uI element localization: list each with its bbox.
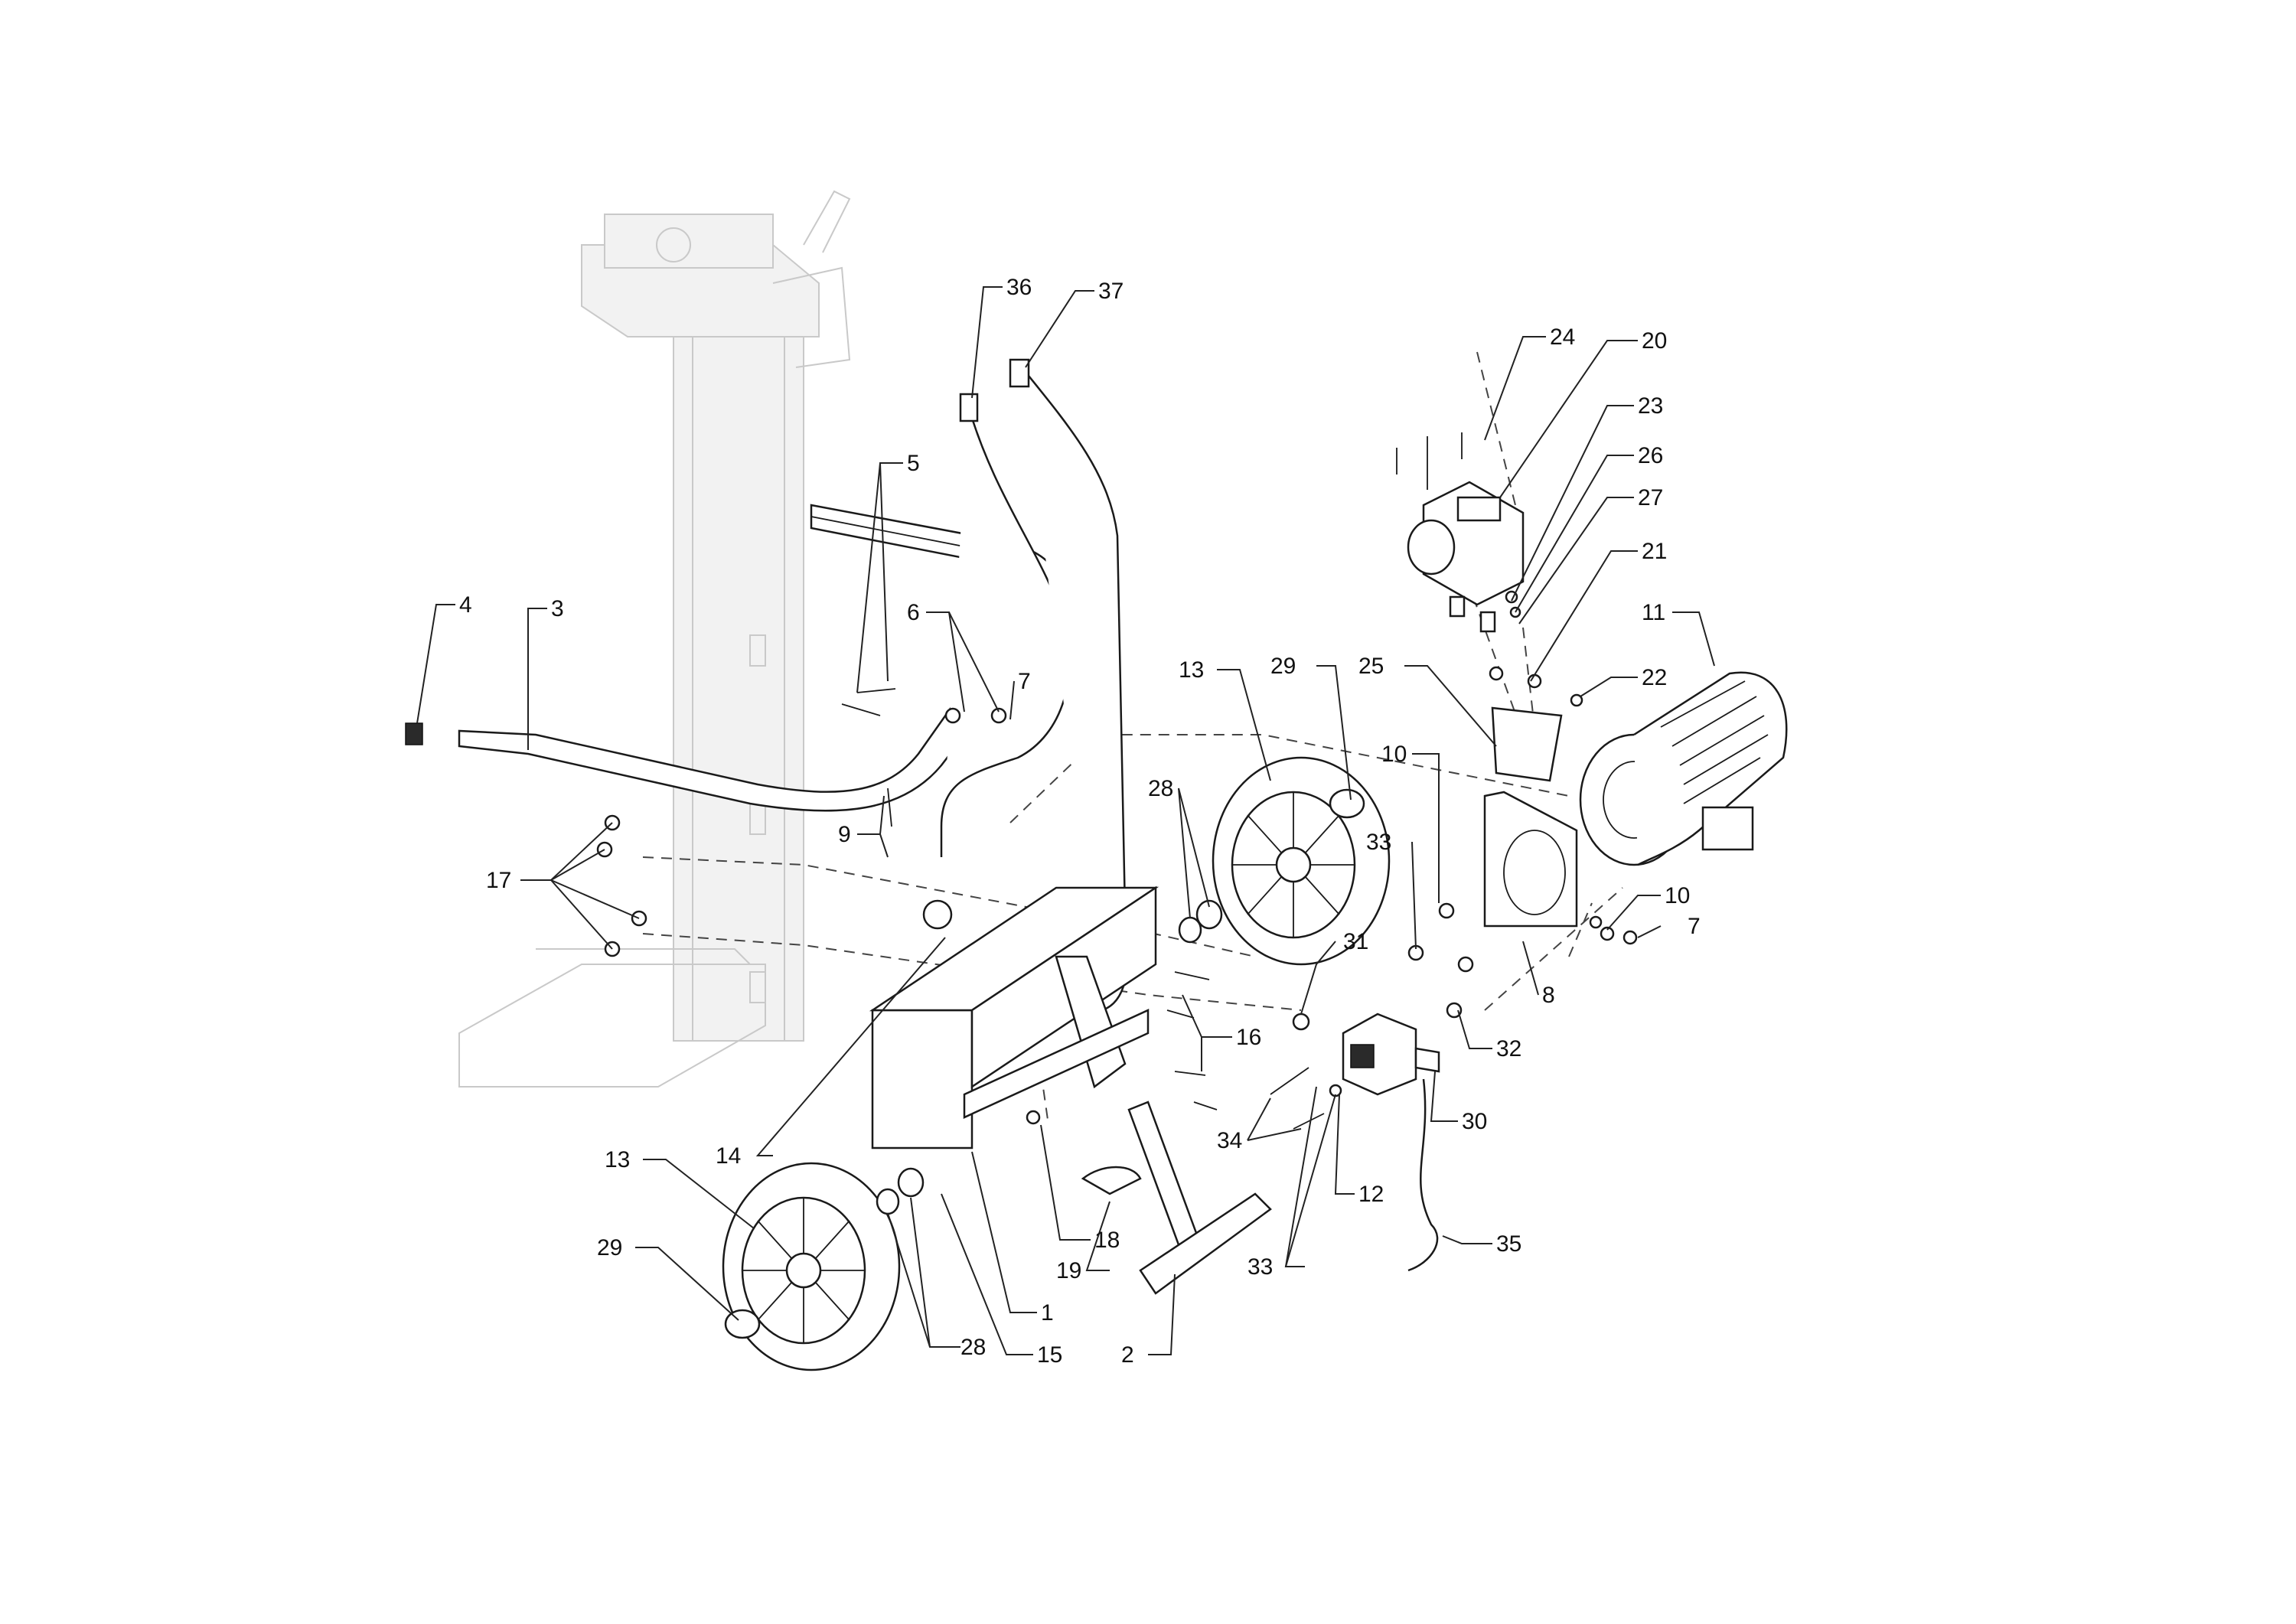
bracket-plate [1491,706,1563,782]
callout-3: 3 [551,596,564,621]
callout-12: 12 [1358,1182,1384,1207]
foot-stand [1081,1101,1272,1295]
callout-24: 24 [1550,324,1575,350]
callout-14: 14 [716,1143,741,1169]
callout-18: 18 [1094,1228,1120,1253]
hydraulic-pump [1342,1013,1440,1096]
callout-15: 15 [1037,1342,1062,1368]
callout-16: 16 [1236,1025,1261,1050]
callout-7a: 7 [1018,669,1031,694]
hub-caps-and-washers [724,788,1365,1339]
callout-10b: 10 [1665,883,1690,908]
callout-36: 36 [1006,275,1032,300]
callout-4: 4 [459,592,472,618]
callout-6: 6 [907,600,920,625]
callout-32: 32 [1496,1036,1521,1061]
callout-11: 11 [1642,600,1665,625]
callout-13a: 13 [1179,657,1204,683]
callout-20: 20 [1642,328,1667,354]
callout-35: 35 [1496,1231,1521,1257]
axle-tank [869,885,1159,1150]
leader-lines [416,286,1715,1355]
callout-23: 23 [1638,393,1663,419]
callout-28b: 28 [960,1335,986,1360]
callout-19: 19 [1056,1258,1081,1283]
callout-33b: 33 [1247,1254,1273,1280]
callout-22: 22 [1642,665,1667,690]
callout-26: 26 [1638,443,1663,468]
callout-34: 34 [1217,1128,1242,1153]
callout-29b: 29 [597,1235,622,1260]
callout-37: 37 [1098,279,1124,304]
wheel-rear [722,1162,901,1371]
hydraulic-hoses [940,358,1439,1272]
callout-7b: 7 [1688,914,1701,939]
callout-31: 31 [1343,929,1368,954]
callout-labels: 36 37 24 20 23 26 27 21 11 22 5 4 3 6 7 … [459,275,1701,1368]
callout-30: 30 [1462,1109,1487,1134]
electric-motor [1579,671,1788,866]
callout-29a: 29 [1270,654,1296,679]
callout-2: 2 [1121,1342,1134,1368]
callout-5: 5 [907,451,920,476]
motor-mount-plate [1483,791,1578,928]
callout-9: 9 [838,822,851,847]
callout-21: 21 [1642,539,1667,564]
callout-10a: 10 [1381,742,1407,767]
callout-8: 8 [1542,983,1555,1008]
background-column-assembly [458,190,851,1088]
callout-17: 17 [486,868,511,893]
callout-13b: 13 [605,1147,630,1172]
callout-33a: 33 [1366,830,1391,855]
callout-27: 27 [1638,485,1663,510]
switch-box [1407,481,1525,606]
callout-25: 25 [1358,654,1384,679]
callout-28a: 28 [1148,776,1173,801]
callout-1: 1 [1041,1300,1054,1326]
